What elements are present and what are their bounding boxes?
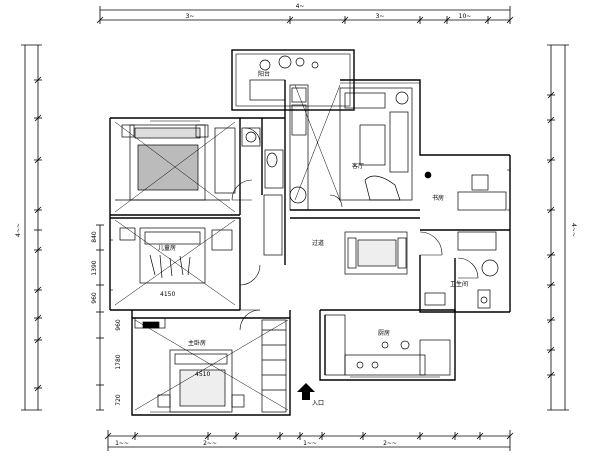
ceiling-lines <box>114 84 341 411</box>
label-corridor: 过道 <box>312 239 324 247</box>
dim-left-960: 960 <box>91 292 98 304</box>
label-study: 书房 <box>432 194 444 202</box>
label-kids-width: 4150 <box>160 291 175 298</box>
dim-left-1780: 1780 <box>115 354 122 369</box>
dimension-labels: 4~ 3~ 3~ 10~ 1~~ 2~~ 1~~ 2~~ 4~~ 4~~ 840… <box>15 3 577 447</box>
label-master-bedroom: 主卧房 <box>188 339 206 347</box>
dim-bottom-seg-a: 1~~ <box>115 440 129 447</box>
dim-bottom-seg-b: 2~~ <box>203 440 217 447</box>
dim-left-total: 4~~ <box>15 223 22 237</box>
label-master-width: 4510 <box>195 371 210 378</box>
dimension-lines <box>21 6 569 451</box>
dim-left-1390: 1390 <box>91 260 98 275</box>
dim-bottom-seg-d: 2~~ <box>383 440 397 447</box>
room-labels: 阳台 客厅 过道 书房 儿童房 4150 卫生间 主卧房 4510 厨房 <box>158 70 468 378</box>
label-entry: 入口 <box>312 400 324 407</box>
furniture <box>115 55 507 413</box>
label-kitchen: 厨房 <box>378 329 390 337</box>
dim-right-total: 4~~ <box>570 223 577 237</box>
label-kids-room: 儿童房 <box>158 244 176 252</box>
dim-top-seg-a: 3~ <box>186 13 195 20</box>
dim-left-960b: 960 <box>115 319 122 331</box>
dim-left-840: 840 <box>91 231 98 243</box>
dim-bottom-seg-c: 1~~ <box>303 440 317 447</box>
dim-top-seg-b: 3~ <box>376 13 385 20</box>
dim-top-total: 4~ <box>296 3 305 10</box>
doors <box>231 127 479 331</box>
label-living: 客厅 <box>352 162 364 170</box>
label-bathroom: 卫生间 <box>450 280 468 288</box>
dim-left-720: 720 <box>115 394 122 406</box>
dim-top-seg-c: 10~ <box>459 13 472 20</box>
entry-arrow-icon: 入口 <box>297 383 324 407</box>
label-balcony: 阳台 <box>258 70 270 78</box>
